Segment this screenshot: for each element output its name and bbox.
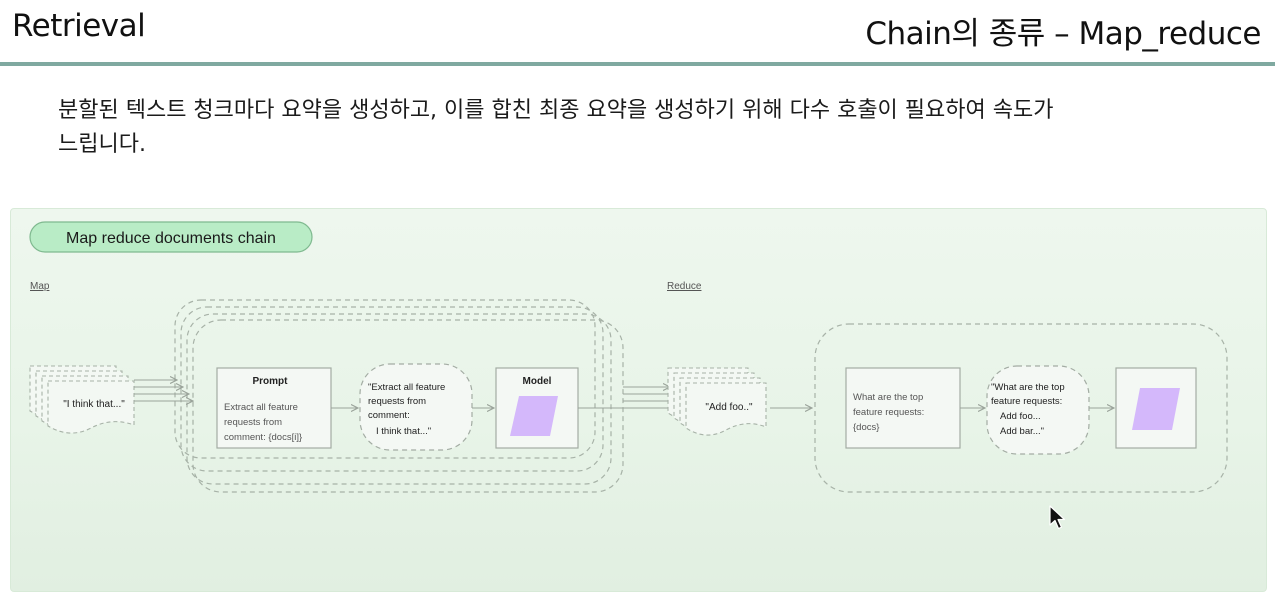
reduce-container xyxy=(814,323,1228,493)
model-icon xyxy=(510,396,558,436)
map-section-label: Map xyxy=(30,281,50,292)
svg-text:feature requests:: feature requests: xyxy=(853,407,924,418)
reduce-section-label: Reduce xyxy=(667,281,702,292)
map-output-doc-text: "Add foo.." xyxy=(705,402,753,413)
map-reduce-diagram: Map reduce documents chain Map Reduce "I… xyxy=(29,221,1228,493)
prompt-box: Prompt Extract all feature requests from… xyxy=(216,367,332,449)
svg-text:requests from: requests from xyxy=(224,417,282,428)
map-input-docs xyxy=(29,365,135,434)
svg-text:Prompt: Prompt xyxy=(253,376,289,387)
chain-badge-label: Map reduce documents chain xyxy=(66,230,276,247)
description-line-1: 분할된 텍스트 청크마다 요약을 생성하고, 이를 합친 최종 요약을 생성하기… xyxy=(58,98,1054,123)
reduce-prompt-box: What are the top feature requests: {docs… xyxy=(845,367,961,449)
map-output-docs xyxy=(667,367,767,436)
svg-text:Extract all feature: Extract all feature xyxy=(224,402,298,413)
chain-badge: Map reduce documents chain xyxy=(29,221,313,253)
map-input-arrows xyxy=(134,380,193,401)
reduce-filled-bubble: "What are the top feature requests: Add … xyxy=(986,365,1090,455)
reduce-model-icon xyxy=(1132,388,1180,430)
filled-prompt-bubble: "Extract all feature requests from comme… xyxy=(359,363,473,451)
svg-text:Add foo...: Add foo... xyxy=(1000,411,1041,422)
svg-text:comment:: comment: xyxy=(368,410,410,421)
svg-text:requests from: requests from xyxy=(368,396,426,407)
svg-text:"Extract all feature: "Extract all feature xyxy=(368,382,445,393)
model-box: Model xyxy=(495,367,579,449)
mouse-cursor-icon xyxy=(1049,505,1066,530)
svg-text:comment: {docs[i]}: comment: {docs[i]} xyxy=(224,432,302,443)
svg-text:"What are the top: "What are the top xyxy=(991,382,1065,393)
svg-text:feature requests:: feature requests: xyxy=(991,396,1062,407)
svg-text:Model: Model xyxy=(523,376,552,387)
svg-text:{docs}: {docs} xyxy=(853,422,879,433)
slide-title: Retrieval xyxy=(12,8,146,44)
description-line-2: 느립니다. xyxy=(58,132,146,157)
header-divider xyxy=(0,62,1275,66)
svg-text:Add bar...": Add bar..." xyxy=(1000,426,1044,437)
svg-text:I think that...": I think that..." xyxy=(376,426,431,437)
map-input-doc-text: "I think that..." xyxy=(63,399,125,410)
slide-subtitle: Chain의 종류 – Map_reduce xyxy=(865,16,1261,52)
reduce-model-box xyxy=(1115,367,1197,449)
svg-text:What are the top: What are the top xyxy=(853,392,923,403)
